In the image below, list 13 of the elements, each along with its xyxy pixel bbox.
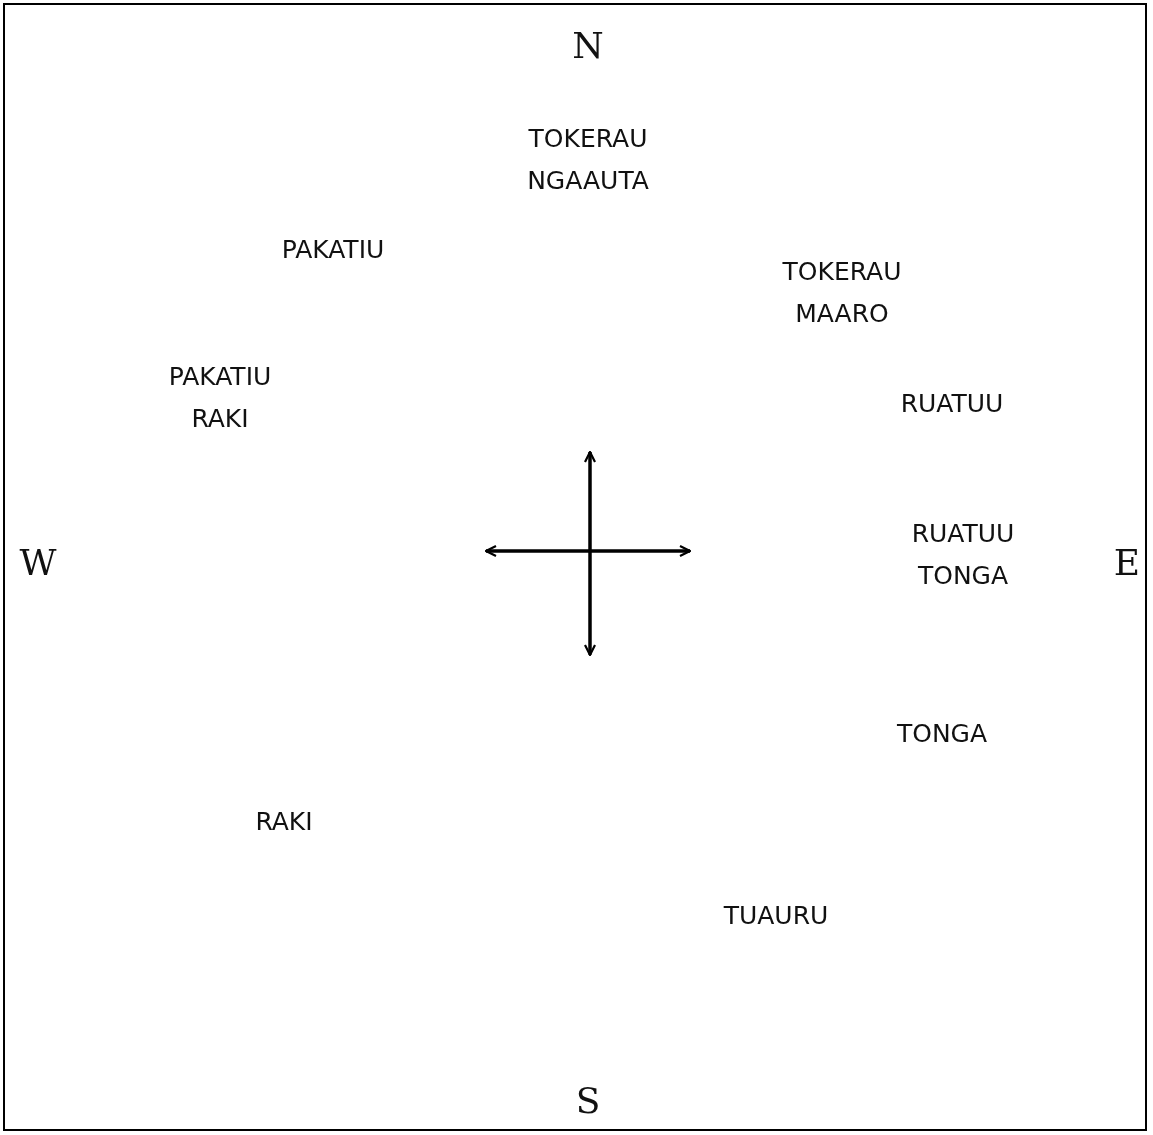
wind-name-label: TUAURU	[722, 900, 830, 932]
wind-name-label: RUATUU TONGA	[910, 518, 1016, 592]
wind-name-label: PAKATIU	[280, 234, 386, 266]
compass-point-label: E	[1112, 541, 1142, 583]
wind-name-label: TOKERAU NGAAUTA	[526, 123, 650, 197]
wind-name-label: TONGA	[895, 718, 989, 750]
compass-point-label: W	[18, 541, 58, 583]
wind-name-label: RUATUU	[899, 388, 1005, 420]
wind-name-label: TOKERAU MAARO	[781, 256, 903, 330]
wind-name-label: PAKATIU RAKI	[167, 361, 273, 435]
compass-point-label: N	[571, 24, 605, 66]
compass-point-label: S	[574, 1079, 602, 1121]
wind-name-label: RAKI	[254, 806, 314, 838]
